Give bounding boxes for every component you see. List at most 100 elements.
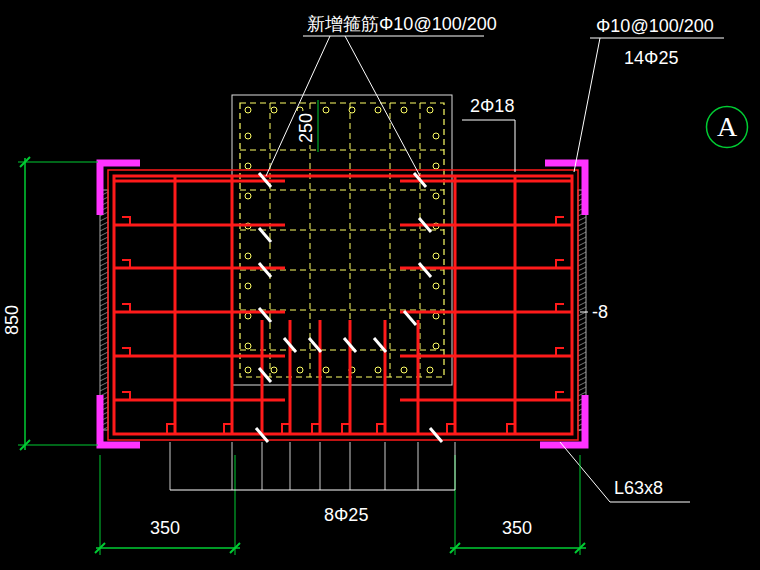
extension-line	[100, 455, 101, 555]
angle-corner	[540, 395, 585, 445]
hatch-line	[578, 252, 586, 256]
column-bar	[433, 253, 439, 259]
tie-bar	[349, 320, 352, 434]
column-stirrup	[240, 103, 444, 377]
extension-line	[350, 442, 351, 490]
tie-bar	[514, 176, 517, 434]
hatch-line	[578, 297, 586, 301]
hatch-line	[100, 347, 108, 351]
tie-bar	[114, 355, 285, 358]
axis-marker: A	[705, 105, 749, 149]
hatch-line	[100, 362, 108, 366]
callout-text: 350	[148, 518, 182, 538]
hatch-line	[578, 247, 586, 251]
angle-corner	[545, 163, 585, 215]
extension-line	[262, 442, 263, 490]
column-tie	[240, 310, 444, 311]
extension-line	[235, 455, 236, 555]
tie-bar	[231, 176, 234, 434]
hatch-line	[578, 342, 586, 346]
hatch-line	[100, 322, 108, 326]
hatch-line	[100, 372, 108, 376]
dimensions	[18, 100, 586, 555]
leaders	[266, 36, 724, 502]
hatch-line	[100, 272, 108, 276]
column-bar	[245, 133, 251, 139]
callout-text: 350	[500, 518, 534, 538]
column-tie	[420, 103, 421, 377]
leader-line	[462, 120, 515, 172]
hatch-line	[100, 217, 108, 221]
column-bar	[401, 107, 407, 113]
hatch-line	[100, 352, 108, 356]
column-bar	[245, 163, 251, 169]
hatch-line	[578, 307, 586, 311]
hatch-line	[100, 257, 108, 261]
column-bar	[375, 107, 381, 113]
extension-line	[580, 455, 581, 555]
bar-hook	[224, 424, 232, 434]
hatch-line	[578, 292, 586, 296]
stirrup-tick	[259, 308, 271, 322]
hatch-line	[100, 237, 108, 241]
hatch-line	[578, 227, 586, 231]
extension-line	[290, 442, 291, 490]
hatch-line	[578, 232, 586, 236]
column-bar	[427, 367, 433, 373]
angle-corner	[100, 163, 140, 215]
dimension-text: 850	[2, 303, 22, 337]
angle-corner	[100, 395, 140, 445]
callout-text: 新增箍筋Φ10@100/200	[305, 14, 499, 34]
bar-hook	[556, 217, 564, 225]
hatch-line	[100, 227, 108, 231]
dimension-line	[170, 490, 455, 491]
hatch-line	[578, 217, 586, 221]
dimension-tick	[575, 543, 585, 553]
tie-bar	[114, 399, 285, 402]
extension-line	[18, 162, 98, 163]
column-tie	[240, 190, 444, 191]
bar-hook	[507, 424, 515, 434]
hatch-line	[100, 332, 108, 336]
steel-plate	[578, 190, 586, 430]
callout-text: -8	[590, 302, 610, 322]
hatch-line	[578, 337, 586, 341]
hatch-line	[100, 247, 108, 251]
column-bar	[401, 367, 407, 373]
hatch-line	[100, 387, 108, 391]
stirrup-tick	[374, 338, 386, 352]
leader-line	[266, 36, 330, 176]
hatch-line	[100, 262, 108, 266]
bar-hook	[167, 424, 175, 434]
dimension-line	[318, 100, 319, 152]
hatch-line	[578, 237, 586, 241]
bar-hook	[556, 260, 564, 268]
column-tie	[390, 103, 391, 377]
column-bar	[271, 367, 277, 373]
hatch-line	[100, 277, 108, 281]
callout-text: 8Φ25	[322, 505, 370, 525]
column-bar	[245, 367, 251, 373]
callout-text: L63x8	[612, 478, 665, 498]
bar-hook	[377, 424, 385, 434]
stirrup-tick	[344, 338, 356, 352]
hatch-line	[578, 317, 586, 321]
hatch-line	[100, 377, 108, 381]
tie-bar	[400, 399, 572, 402]
new-stirrup	[114, 176, 572, 434]
hatch-line	[578, 377, 586, 381]
bar-hook	[122, 260, 130, 268]
hatch-line	[578, 302, 586, 306]
hatch-line	[578, 312, 586, 316]
hatch-line	[578, 357, 586, 361]
column-bar	[433, 193, 439, 199]
column-bar	[433, 313, 439, 319]
tie-bar	[114, 224, 285, 227]
tie-bar	[417, 320, 420, 434]
extension-line	[455, 442, 456, 490]
tie-bar	[114, 180, 285, 183]
leader-line	[574, 38, 600, 172]
hatch-line	[578, 382, 586, 386]
dimension-tick	[230, 543, 240, 553]
